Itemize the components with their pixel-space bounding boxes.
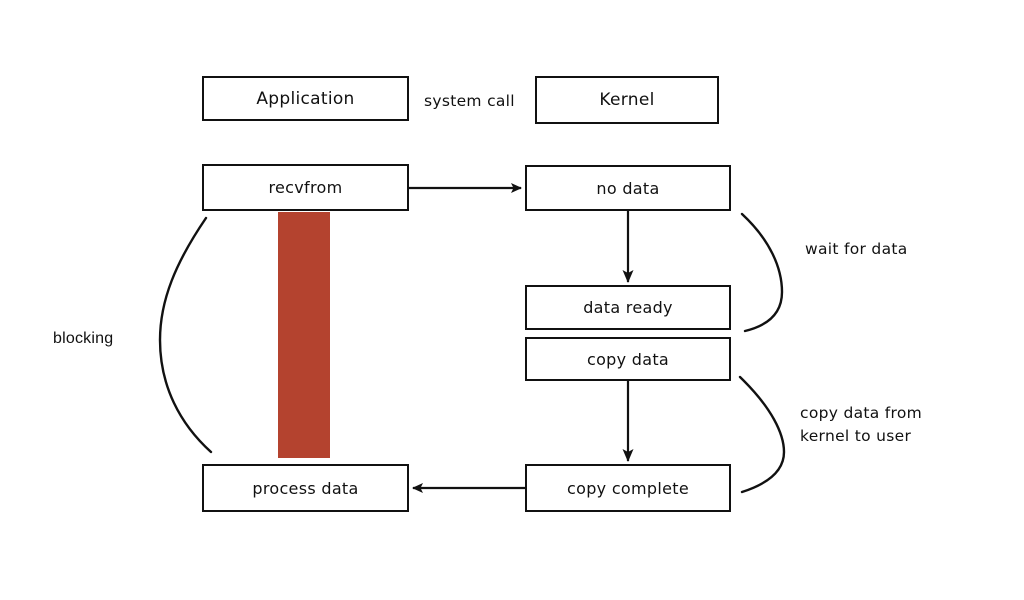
node-copy-complete-label: copy complete: [567, 478, 689, 498]
node-kernel-label: Kernel: [599, 90, 655, 110]
label-system-call: system call: [424, 92, 515, 110]
node-data-ready: data ready: [525, 285, 731, 330]
node-data-ready-label: data ready: [583, 298, 673, 317]
blocked-duration-bar: [278, 212, 330, 458]
label-copy-from-kernel-line1: copy data from: [800, 404, 923, 422]
node-process-data-label: process data: [252, 478, 359, 498]
brace-copy-from-kernel: [738, 375, 786, 494]
node-copy-data-label: copy data: [586, 349, 670, 369]
label-wait-for-data: wait for data: [805, 240, 908, 258]
node-no-data: no data: [525, 165, 731, 211]
node-recvfrom-label: recvfrom: [268, 178, 343, 197]
node-no-data-label: no data: [596, 178, 660, 198]
node-recvfrom: recvfrom: [202, 164, 409, 211]
brace-blocking: [158, 216, 213, 454]
node-application-label: Application: [256, 88, 355, 109]
label-blocking: blocking: [53, 330, 114, 347]
node-process-data: process data: [202, 464, 409, 512]
label-copy-from-kernel-line2: kernel to user: [800, 427, 912, 445]
node-copy-data: copy data: [525, 337, 731, 381]
node-application: Application: [202, 76, 409, 121]
brace-wait-for-data: [740, 212, 784, 333]
node-copy-complete: copy complete: [525, 464, 731, 512]
node-kernel: Kernel: [535, 76, 719, 124]
